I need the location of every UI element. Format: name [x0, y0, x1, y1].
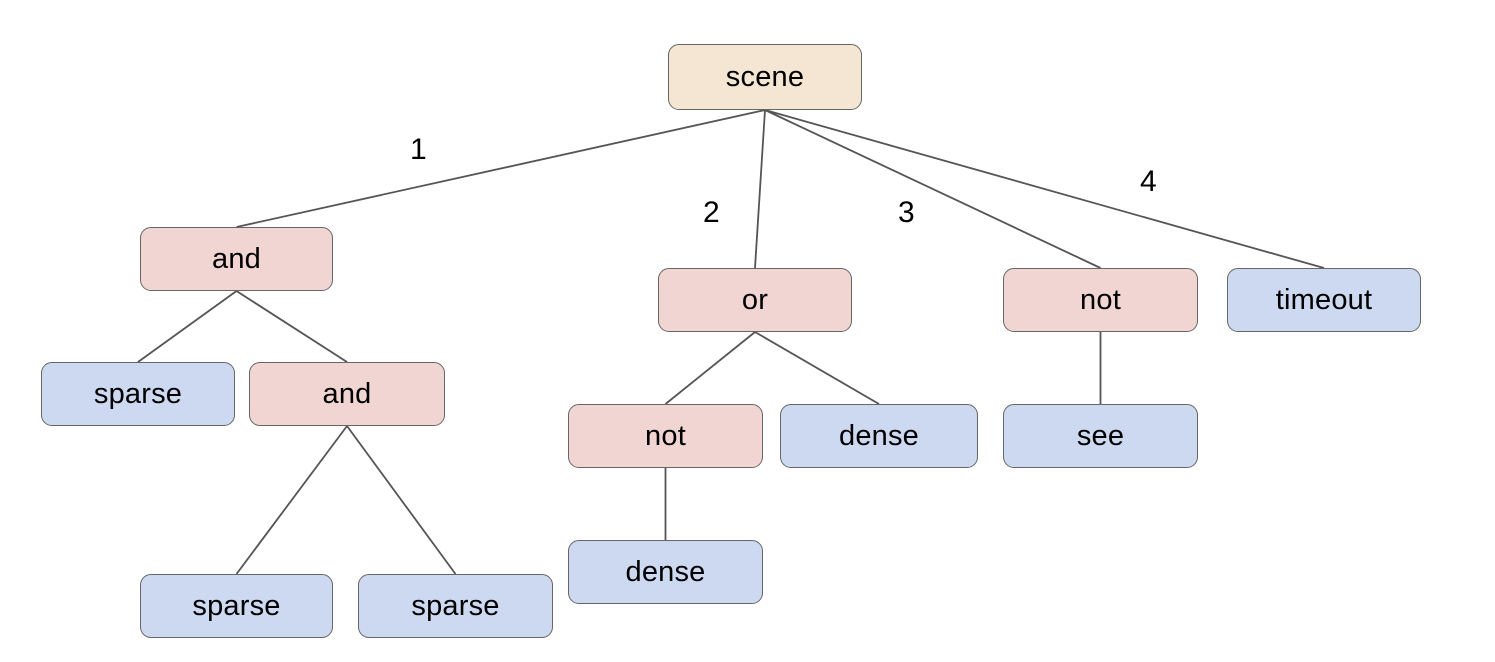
tree-node-label: see — [1076, 419, 1125, 452]
tree-node-and1[interactable]: and — [140, 227, 333, 291]
tree-node-see1[interactable]: see — [1003, 404, 1198, 468]
tree-node-label: not — [1080, 283, 1121, 316]
tree-node-label: sparse — [192, 589, 281, 622]
tree-node-dense2[interactable]: dense — [568, 540, 763, 604]
tree-node-label: not — [645, 419, 686, 452]
tree-node-label: or — [741, 283, 769, 316]
tree-node-not2[interactable]: not — [568, 404, 763, 468]
tree-node-and2[interactable]: and — [249, 362, 445, 426]
tree-edge-or1-dense1 — [754, 331, 880, 405]
edge-label-scene-timeout1: 4 — [1140, 165, 1157, 198]
tree-node-label: scene — [725, 60, 805, 93]
tree-edge-scene-timeout1 — [764, 109, 1325, 269]
tree-node-label: timeout — [1275, 283, 1373, 316]
tree-node-label: and — [322, 377, 372, 410]
tree-node-label: dense — [625, 555, 706, 588]
tree-edge-scene-or1 — [754, 109, 766, 269]
tree-node-label: sparse — [93, 377, 183, 410]
tree-node-label: dense — [838, 419, 919, 452]
tree-node-sparse2[interactable]: sparse — [140, 574, 333, 638]
tree-node-dense1[interactable]: dense — [780, 404, 978, 468]
tree-edge-and1-and2 — [236, 290, 348, 363]
tree-node-sparse1[interactable]: sparse — [41, 362, 235, 426]
tree-node-timeout1[interactable]: timeout — [1227, 268, 1421, 332]
tree-edge-scene-and1 — [236, 109, 766, 228]
tree-node-sparse3[interactable]: sparse — [358, 574, 553, 638]
edge-label-scene-and1: 1 — [410, 133, 427, 166]
tree-edge-and2-sparse2 — [235, 425, 348, 575]
tree-edge-or1-not2 — [664, 331, 756, 405]
edge-label-scene-or1: 2 — [703, 196, 720, 229]
edge-label-scene-not1: 3 — [898, 196, 915, 229]
tree-node-label: and — [212, 242, 261, 275]
tree-node-label: sparse — [411, 589, 500, 622]
tree-node-or1[interactable]: or — [658, 268, 852, 332]
tree-node-scene[interactable]: scene — [668, 44, 862, 110]
tree-edge-and2-sparse3 — [346, 425, 457, 575]
tree-edge-and1-sparse1 — [137, 290, 238, 363]
tree-node-not1[interactable]: not — [1003, 268, 1198, 332]
tree-edge-scene-not1 — [764, 109, 1101, 269]
